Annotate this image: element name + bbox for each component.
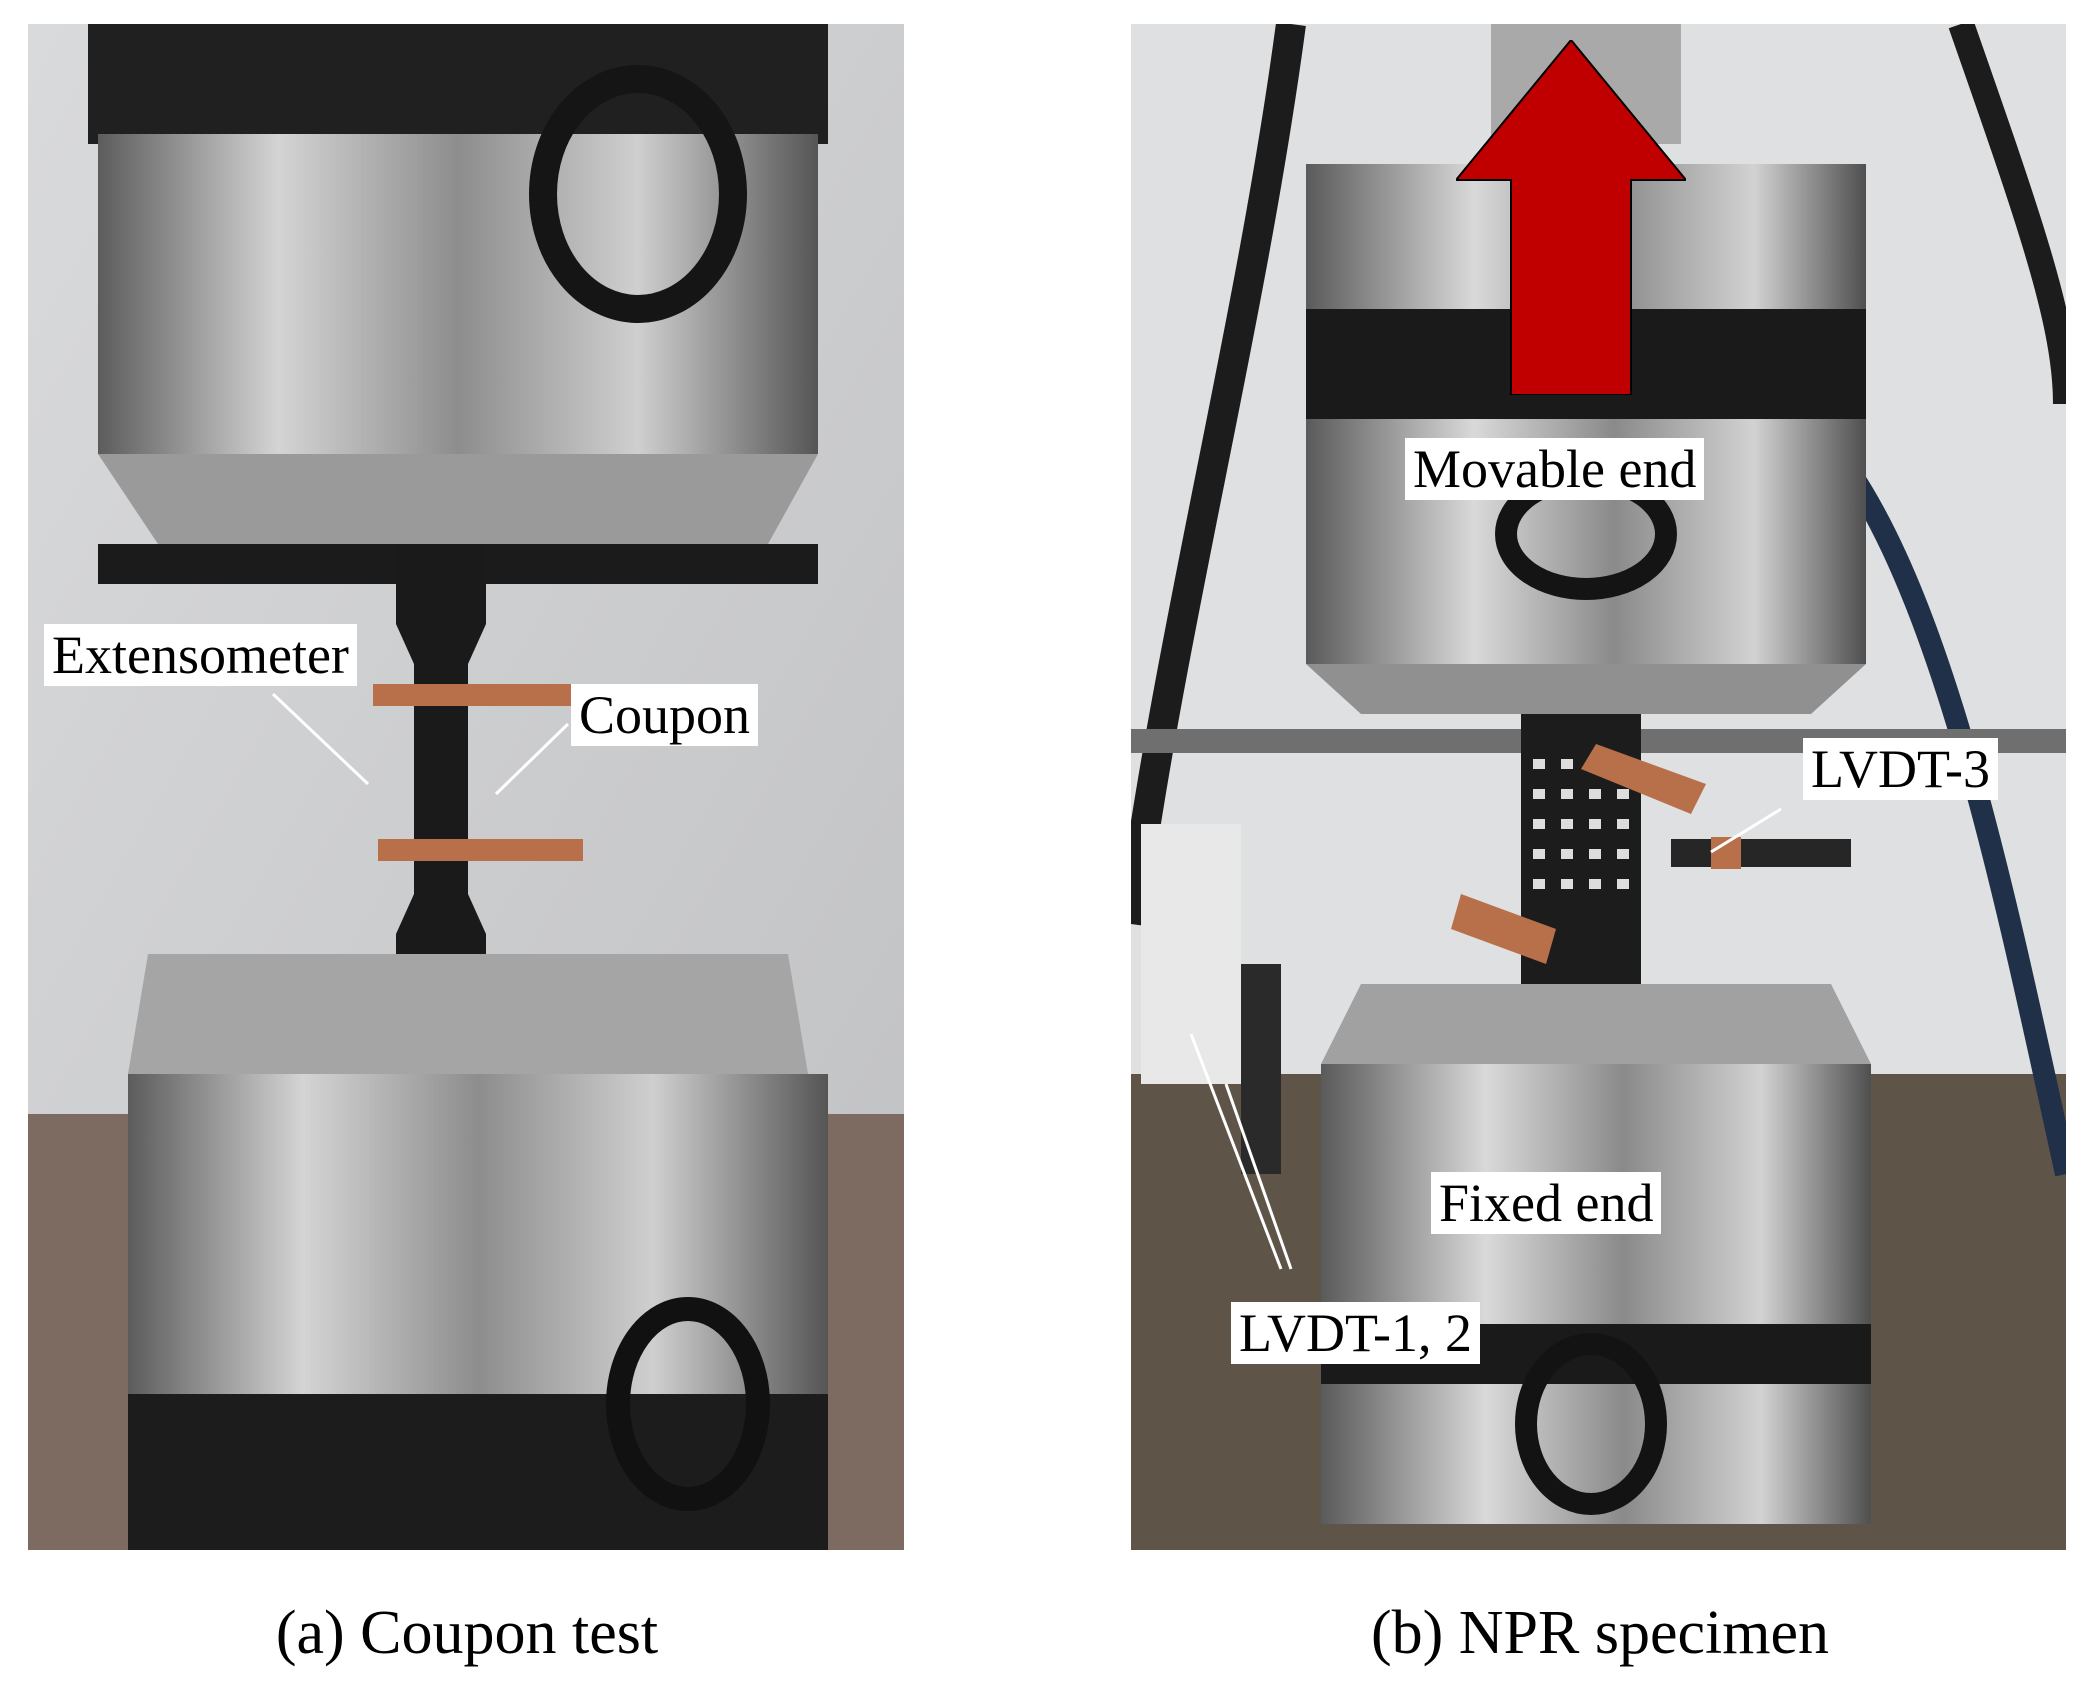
lvdt3-label: LVDT-3 <box>1803 738 1999 800</box>
coupon-label: Coupon <box>571 684 759 746</box>
movable-end-label: Movable end <box>1405 438 1705 500</box>
npr-specimen-photo: Movable end LVDT-3 Fixed end LVDT-1, 2 <box>1131 24 2066 1550</box>
lvdt12-label: LVDT-1, 2 <box>1231 1302 1481 1364</box>
coupon-test-photo: Extensometer Coupon <box>28 24 904 1550</box>
extensometer-label: Extensometer <box>44 624 357 686</box>
caption-a: (a) Coupon test <box>275 1599 659 1667</box>
caption-b: (b) NPR specimen <box>1370 1599 1830 1667</box>
fixed-end-label: Fixed end <box>1431 1172 1662 1234</box>
movable-direction-arrow <box>1456 40 1686 395</box>
